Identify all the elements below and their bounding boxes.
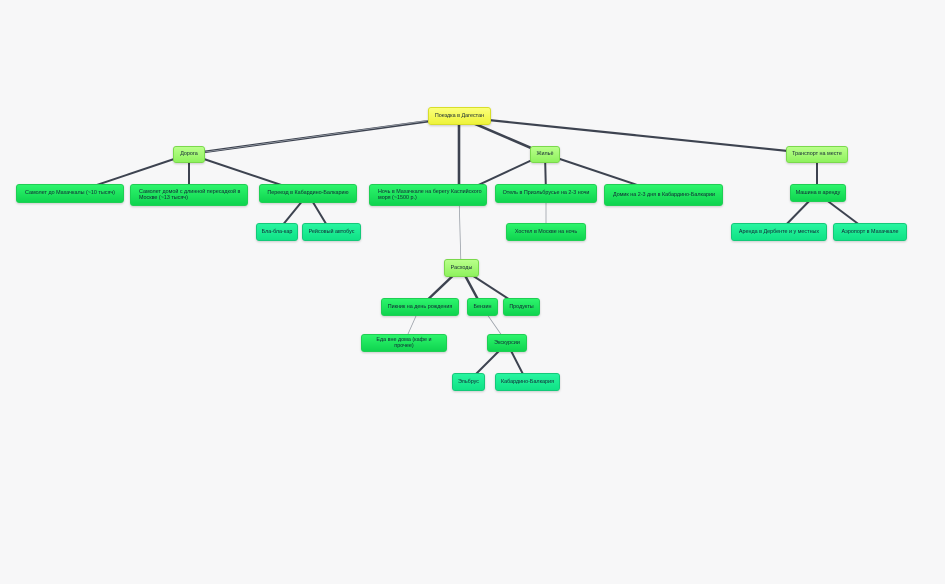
node-excursions[interactable]: Экскурсии bbox=[487, 334, 527, 352]
link-root-road-shadow bbox=[204, 118, 441, 153]
node-groceries[interactable]: Продукты bbox=[503, 298, 540, 316]
node-airport[interactable]: Аэропорт в Махачкале bbox=[833, 223, 907, 241]
node-night-makhachkala[interactable]: Ночь в Махачкале на берегу Каспийского м… bbox=[369, 184, 487, 206]
branch-housing[interactable]: Жильё bbox=[530, 146, 560, 163]
node-elbrus-label: Эльбрус bbox=[457, 378, 479, 385]
node-house-kbr[interactable]: Домик на 2-3 дня в Кабардино-Балкарии bbox=[604, 184, 723, 206]
node-night-makhachkala-label: Ночь в Махачкале на берегу Каспийского м… bbox=[378, 188, 482, 201]
node-transfer-kbr-label: Переезд в Кабардино-Балкарию bbox=[267, 190, 349, 197]
node-petrol[interactable]: Бензин bbox=[467, 298, 498, 316]
node-bus[interactable]: Рейсовый автобус bbox=[302, 223, 361, 241]
node-picnic-label: Пикник на день рождения bbox=[387, 303, 453, 310]
node-expenses[interactable]: Расходы bbox=[444, 259, 479, 277]
node-food-out-label: Еда вне дома (кафе и прочее) bbox=[376, 336, 432, 349]
branch-road-label: Дорога bbox=[180, 151, 198, 158]
branch-road[interactable]: Дорога bbox=[173, 146, 205, 163]
node-elbrus[interactable]: Эльбрус bbox=[452, 373, 485, 391]
node-hotel-elbrus[interactable]: Отель в Приэльбрусье на 2-3 ночи bbox=[495, 184, 597, 203]
root-node-label: Поездка в Дагестан bbox=[434, 112, 485, 119]
branch-housing-label: Жильё bbox=[536, 151, 554, 158]
node-petrol-label: Бензин bbox=[473, 303, 492, 310]
node-kbr-excursion[interactable]: Кабардино-Балкария bbox=[495, 373, 560, 391]
node-groceries-label: Продукты bbox=[509, 303, 534, 310]
node-plane-there[interactable]: Самолет до Махачкалы (~10 тысяч) bbox=[16, 184, 124, 203]
node-rent-derbent[interactable]: Аренда в Дербенте и у местных bbox=[731, 223, 827, 241]
node-blablacar[interactable]: Бла-бла-кар bbox=[256, 223, 298, 241]
node-airport-label: Аэропорт в Махачкале bbox=[841, 228, 899, 235]
node-excursions-label: Экскурсии bbox=[494, 339, 520, 346]
node-hostel-label: Хостел в Москве на ночь bbox=[514, 228, 578, 235]
root-node[interactable]: Поездка в Дагестан bbox=[428, 107, 491, 125]
node-rental-car[interactable]: Машина в аренду bbox=[790, 184, 846, 202]
link-night-expenses bbox=[458, 193, 462, 269]
node-rent-derbent-label: Аренда в Дербенте и у местных bbox=[738, 228, 820, 235]
node-house-kbr-label: Домик на 2-3 дня в Кабардино-Балкарии bbox=[613, 191, 716, 198]
branch-transport-label: Транспорт на месте bbox=[792, 151, 842, 158]
node-transfer-kbr[interactable]: Переезд в Кабардино-Балкарию bbox=[259, 184, 357, 203]
link-root-transport bbox=[457, 115, 819, 156]
node-plane-back[interactable]: Самолет домой с длинной пересадкой в Мос… bbox=[130, 184, 248, 206]
node-expenses-label: Расходы bbox=[450, 264, 473, 271]
node-blablacar-label: Бла-бла-кар bbox=[261, 228, 293, 235]
node-bus-label: Рейсовый автобус bbox=[308, 228, 355, 235]
node-plane-there-label: Самолет до Махачкалы (~10 тысяч) bbox=[25, 190, 115, 197]
node-food-out[interactable]: Еда вне дома (кафе и прочее) bbox=[361, 334, 447, 352]
node-picnic[interactable]: Пикник на день рождения bbox=[381, 298, 459, 316]
node-plane-back-label: Самолет домой с длинной пересадкой в Мос… bbox=[139, 188, 241, 201]
node-hotel-elbrus-label: Отель в Приэльбрусье на 2-3 ночи bbox=[502, 190, 590, 197]
node-rental-car-label: Машина в аренду bbox=[795, 189, 841, 196]
node-hostel[interactable]: Хостел в Москве на ночь bbox=[506, 223, 586, 241]
node-kbr-excursion-label: Кабардино-Балкария bbox=[501, 378, 554, 385]
branch-transport[interactable]: Транспорт на месте bbox=[786, 146, 848, 163]
